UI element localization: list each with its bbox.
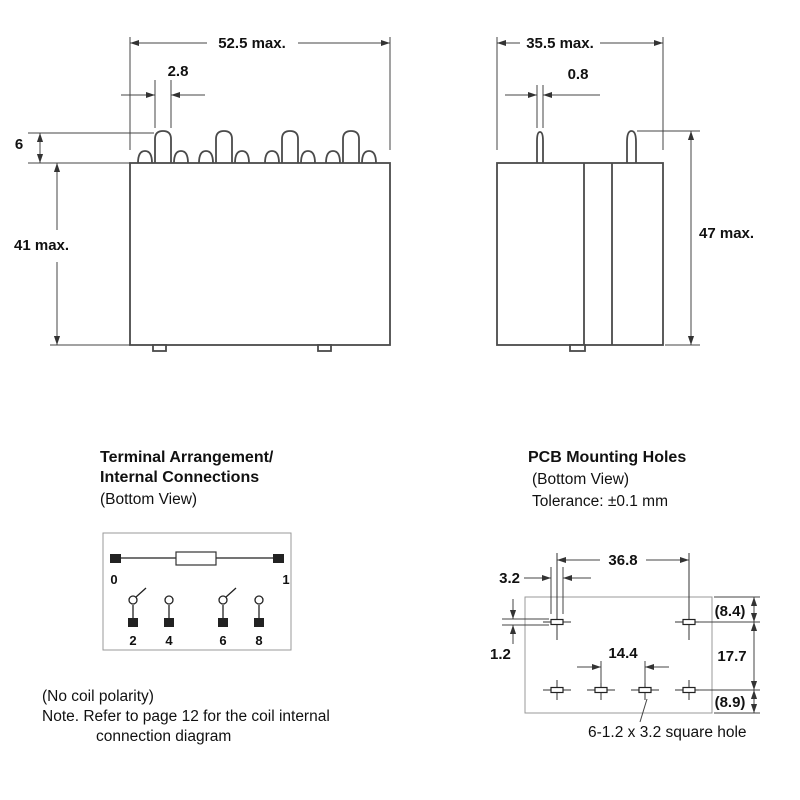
pcb-span-label: 36.8 xyxy=(608,552,637,569)
center-pitch-label: 14.4 xyxy=(608,645,638,662)
hole-width-label: 3.2 xyxy=(499,570,520,587)
pcb-title: PCB Mounting Holes xyxy=(528,449,686,466)
pin-thickness-label: 0.8 xyxy=(568,66,589,83)
row-pitch-label: 17.7 xyxy=(717,648,746,665)
terminal-profile-1 xyxy=(137,130,189,164)
side-width-label: 35.5 max. xyxy=(526,35,594,52)
contact-unit-6 xyxy=(218,587,237,627)
terminal-label-1: 1 xyxy=(282,572,289,587)
terminal-arrangement-title-2: Internal Connections xyxy=(100,469,259,486)
contact-pad xyxy=(254,618,264,627)
terminal-label-8: 8 xyxy=(255,633,262,648)
coil-pad-right xyxy=(273,554,284,563)
mounting-hole xyxy=(682,618,696,626)
front-foot-left xyxy=(152,344,167,352)
coil-pad-left xyxy=(110,554,121,563)
front-height-label: 41 max. xyxy=(14,237,69,254)
terminal-label-0: 0 xyxy=(110,572,117,587)
terminal-arrangement-view-label: (Bottom View) xyxy=(100,491,197,508)
contact-pad xyxy=(218,618,228,627)
reference-note-line2: connection diagram xyxy=(96,728,231,745)
terminal-profile-3 xyxy=(264,130,316,164)
mounting-hole xyxy=(638,686,652,694)
terminal-label-4: 4 xyxy=(165,633,173,648)
schematic-frame xyxy=(102,532,292,651)
front-view: 52.5 max. 2.8 6 41 max. xyxy=(14,35,391,352)
bottom-offset-label: (8.9) xyxy=(715,694,746,711)
mounting-hole xyxy=(682,686,696,694)
reference-note-line1: Note. Refer to page 12 for the coil inte… xyxy=(42,708,330,725)
mounting-hole xyxy=(550,618,564,626)
terminal-label-6: 6 xyxy=(219,633,226,648)
side-height-label: 47 max. xyxy=(699,225,754,242)
contact-pad xyxy=(164,618,174,627)
contact-pad xyxy=(128,618,138,627)
pcb-view-label: (Bottom View) xyxy=(532,471,629,488)
square-hole-note: 6-1.2 x 3.2 square hole xyxy=(588,724,747,741)
contact-unit-2 xyxy=(128,587,147,627)
side-view: 35.5 max. 0.8 47 max. xyxy=(496,35,754,352)
terminal-height-label: 6 xyxy=(15,136,23,153)
mounting-hole xyxy=(550,686,564,694)
terminal-width-label: 2.8 xyxy=(168,63,189,80)
contact-blade xyxy=(135,587,147,598)
pcb-tolerance: Tolerance: ±0.1 mm xyxy=(532,493,668,510)
mounting-hole xyxy=(594,686,608,694)
terminal-profile-4 xyxy=(325,130,377,164)
front-foot-right xyxy=(317,344,332,352)
contact-blade xyxy=(225,587,237,598)
contact-unit-4 xyxy=(164,595,174,627)
pcb-board-outline xyxy=(524,596,713,714)
terminal-profile-2 xyxy=(198,130,250,164)
contact-unit-8 xyxy=(254,595,264,627)
terminal-label-2: 2 xyxy=(129,633,136,648)
leader-line xyxy=(639,698,648,723)
pin-right xyxy=(626,130,637,163)
pcb-mounting-section: PCB Mounting Holes (Bottom View) Toleran… xyxy=(490,449,760,741)
hole-height-label: 1.2 xyxy=(490,646,511,663)
front-width-label: 52.5 max. xyxy=(218,35,286,52)
relay-body-side xyxy=(496,162,664,346)
side-foot xyxy=(569,344,586,352)
coil-symbol xyxy=(175,551,217,566)
pin-left xyxy=(536,131,544,163)
terminal-arrangement-section: Terminal Arrangement/ Internal Connectio… xyxy=(42,449,330,745)
top-offset-label: (8.4) xyxy=(715,603,746,620)
relay-body-front xyxy=(129,162,391,346)
polarity-note: (No coil polarity) xyxy=(42,688,154,705)
terminal-arrangement-title-1: Terminal Arrangement/ xyxy=(100,449,274,466)
